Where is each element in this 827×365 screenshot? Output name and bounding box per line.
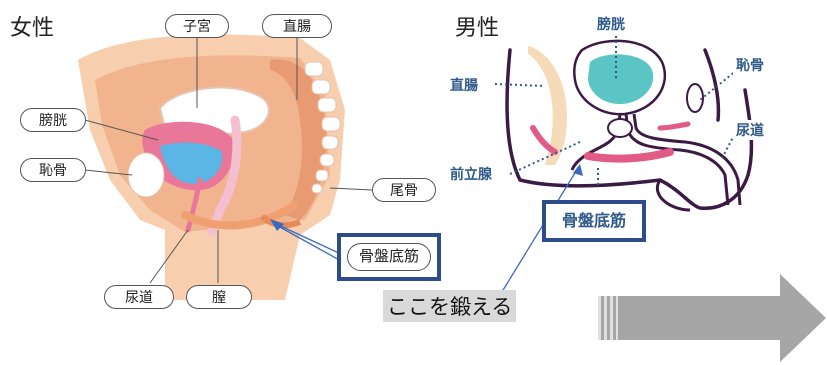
- label-rectum-male: 直腸: [447, 75, 481, 95]
- female-pelvic-floor-muscle: [181, 201, 299, 230]
- male-heading: 男性: [455, 16, 500, 41]
- label-urethra-male: 尿道: [733, 120, 767, 140]
- female-pointer-arrowhead: [270, 219, 284, 231]
- label-bladder-female: 膀胱: [20, 108, 86, 132]
- male-pubic-bone: [686, 83, 704, 113]
- label-rectum-female: 直腸: [262, 14, 332, 38]
- label-coccyx: 尾骨: [372, 178, 436, 202]
- female-heading: 女性: [10, 16, 55, 41]
- label-urethra-female: 尿道: [104, 285, 174, 309]
- male-pelvic-floor-muscle: [584, 148, 674, 163]
- label-bladder-male: 膀胱: [594, 14, 628, 34]
- label-uterus: 子宮: [165, 14, 229, 38]
- label-pubis-female: 恥骨: [20, 158, 86, 182]
- male-prostate: [607, 118, 633, 138]
- label-prostate: 前立腺: [447, 164, 495, 184]
- female-callout-label: 骨盤底筋: [347, 243, 431, 271]
- label-vagina: 膣: [186, 285, 252, 309]
- label-pubis-male: 恥骨: [733, 55, 767, 75]
- tagline-train-here: ここを鍛える: [383, 290, 517, 322]
- female-pelvic-floor-callout: 骨盤底筋: [337, 233, 441, 281]
- male-pelvic-floor-callout: 骨盤底筋: [542, 200, 646, 242]
- big-right-arrow: [598, 274, 826, 362]
- male-pointer-arrowhead: [573, 164, 583, 176]
